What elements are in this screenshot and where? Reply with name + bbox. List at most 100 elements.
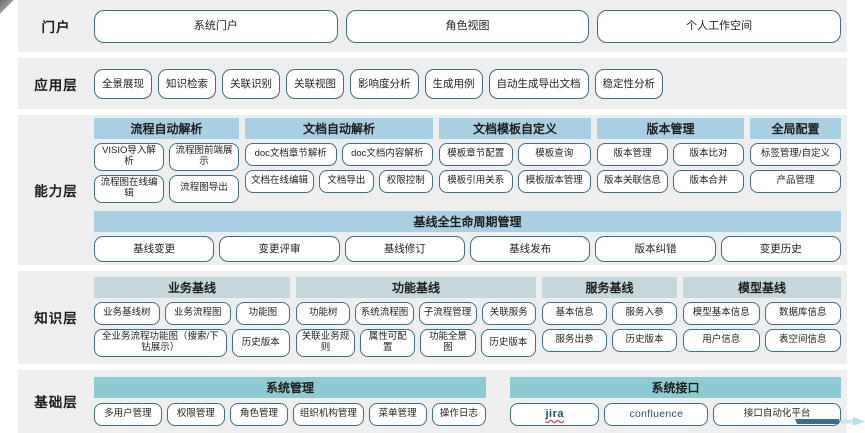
app-item-knowledge-search[interactable]: 知识检索 — [158, 68, 216, 99]
corner-decoration — [0, 0, 14, 16]
knowledge-item-user-info[interactable]: 用户信息 — [683, 329, 760, 353]
confluence-logo-text: confluence — [629, 408, 684, 421]
knowledge-item-subprocess-mgmt[interactable]: 子流程管理 — [418, 302, 477, 326]
knowledge-group-business-baseline: 业务基线 业务基线树 业务流程图 功能图 全业务流程功能图（搜索/下钻展示） 历… — [94, 277, 290, 358]
ability-item-doc-content-parse[interactable]: doc文档内容解析 — [341, 142, 433, 166]
knowledge-group-row: 基本信息 服务入参 — [542, 302, 677, 326]
ability-group-row: 产品管理 — [750, 169, 841, 193]
ability-item-doc-chapter-parse[interactable]: doc文档章节解析 — [245, 142, 337, 166]
base-item-menu-mgmt[interactable]: 菜单管理 — [368, 402, 427, 426]
knowledge-item-full-business-flow-function-chart[interactable]: 全业务流程功能图（搜索/下钻展示） — [94, 329, 227, 358]
base-item-org-structure-mgmt[interactable]: 组织机构管理 — [293, 402, 364, 426]
base-group-system-mgmt: 系统管理 多用户管理 权限管理 角色管理 组织机构管理 菜单管理 操作日志 — [94, 376, 486, 426]
knowledge-group-function-baseline: 功能基线 功能树 系统流程图 子流程管理 关联服务 关联业务规则 属性可配置 功… — [296, 277, 536, 358]
knowledge-group-row: 模型基本信息 数据库信息 — [683, 302, 841, 326]
knowledge-item-system-flow-chart[interactable]: 系统流程图 — [355, 302, 414, 326]
app-item-auto-export-doc[interactable]: 自动生成导出文档 — [488, 68, 589, 99]
knowledge-item-history-version[interactable]: 历史版本 — [480, 329, 536, 358]
ability-group-global-config: 全局配置 标签管理/自定义 产品管理 — [750, 117, 841, 203]
knowledge-item-function-tree[interactable]: 功能树 — [296, 302, 351, 326]
knowledge-item-history-version[interactable]: 历史版本 — [231, 329, 290, 358]
knowledge-group-row: 业务基线树 业务流程图 功能图 — [94, 302, 290, 326]
ability-body: 流程自动解析 VISIO导入解析 流程图前端展示 流程图在线编辑 流程图导出 文… — [94, 112, 847, 268]
ability-group-row: 模板引用关系 模板版本管理 — [439, 169, 591, 193]
knowledge-item-basic-info[interactable]: 基本信息 — [542, 302, 607, 326]
portal-items: 系统门户 角色视图 个人工作空间 — [94, 4, 847, 49]
lifecycle-item-change-history[interactable]: 变更历史 — [720, 235, 841, 262]
base-item-jira[interactable]: jira — [510, 402, 600, 426]
base-item-multiuser-mgmt[interactable]: 多用户管理 — [94, 402, 162, 426]
ability-item-doc-online-edit[interactable]: 文档在线编辑 — [245, 169, 315, 193]
app-item-panorama[interactable]: 全景展现 — [94, 68, 152, 99]
ability-item-flow-export[interactable]: 流程图导出 — [169, 174, 239, 203]
ability-group-row: 流程图在线编辑 流程图导出 — [94, 174, 239, 203]
ability-group-row: 版本管理 版本比对 — [597, 142, 744, 166]
ability-item-doc-export[interactable]: 文档导出 — [319, 169, 374, 193]
app-item-relation-view[interactable]: 关联视图 — [286, 68, 344, 99]
base-group-system-interface: 系统接口 jira confluence 接口自动化平台 — [510, 376, 842, 426]
app-item-relation-recognition[interactable]: 关联识别 — [222, 68, 280, 99]
app-item-generate-usecase[interactable]: 生成用例 — [424, 68, 483, 99]
ability-group-row: 模板章节配置 模板查询 — [439, 142, 591, 166]
app-item-stability-analysis[interactable]: 稳定性分析 — [594, 68, 663, 99]
knowledge-item-business-baseline-tree[interactable]: 业务基线树 — [94, 302, 160, 326]
knowledge-item-service-input-params[interactable]: 服务入参 — [612, 302, 677, 326]
layer-base: 基础层 系统管理 多用户管理 权限管理 角色管理 组织机构管理 菜单管理 操作日… — [18, 369, 847, 433]
base-group-row: 多用户管理 权限管理 角色管理 组织机构管理 菜单管理 操作日志 — [94, 402, 486, 426]
jira-logo-text: jira — [545, 408, 564, 421]
lifecycle-item-change-review[interactable]: 变更评审 — [219, 235, 340, 262]
ability-item-template-chapter-config[interactable]: 模板章节配置 — [439, 142, 513, 166]
knowledge-item-attribute-configurable[interactable]: 属性可配置 — [360, 329, 416, 358]
knowledge-item-database-info[interactable]: 数据库信息 — [764, 302, 841, 326]
ability-group-process-parse: 流程自动解析 VISIO导入解析 流程图前端展示 流程图在线编辑 流程图导出 — [94, 117, 239, 203]
knowledge-item-history-version[interactable]: 历史版本 — [612, 329, 677, 353]
base-group-row: jira confluence 接口自动化平台 — [510, 402, 842, 426]
portal-item-role-view[interactable]: 角色视图 — [345, 9, 590, 43]
base-item-role-mgmt[interactable]: 角色管理 — [229, 402, 289, 426]
lifecycle-item-baseline-change[interactable]: 基线变更 — [94, 235, 215, 262]
knowledge-item-model-basic-info[interactable]: 模型基本信息 — [683, 302, 760, 326]
portal-item-personal-workspace[interactable]: 个人工作空间 — [597, 9, 842, 43]
knowledge-item-tablespace-info[interactable]: 表空间信息 — [764, 329, 841, 353]
portal-item-system-portal[interactable]: 系统门户 — [94, 9, 338, 43]
ability-item-version-merge[interactable]: 版本合并 — [673, 169, 744, 193]
ability-item-tag-mgmt-custom[interactable]: 标签管理/自定义 — [750, 142, 841, 166]
ability-item-version-compare[interactable]: 版本比对 — [673, 142, 744, 166]
ability-item-version-mgmt[interactable]: 版本管理 — [597, 142, 668, 166]
ability-group-title: 全局配置 — [750, 117, 841, 139]
ability-group-doc-template: 文档模板自定义 模板章节配置 模板查询 模板引用关系 模板版本管理 — [439, 117, 591, 203]
knowledge-item-business-flow-chart[interactable]: 业务流程图 — [164, 302, 231, 326]
knowledge-item-service-output-params[interactable]: 服务出参 — [542, 329, 607, 353]
ability-item-visio-import[interactable]: VISIO导入解析 — [94, 142, 164, 171]
ability-item-permission-control[interactable]: 权限控制 — [378, 169, 433, 193]
ability-item-template-version-mgmt[interactable]: 模板版本管理 — [517, 169, 591, 193]
base-item-permission-mgmt[interactable]: 权限管理 — [166, 402, 225, 426]
ability-item-flow-online-edit[interactable]: 流程图在线编辑 — [94, 174, 164, 203]
ability-item-template-query[interactable]: 模板查询 — [517, 142, 591, 166]
ability-item-flow-frontend-display[interactable]: 流程图前端展示 — [169, 142, 239, 171]
lifecycle-item-version-correction[interactable]: 版本纠错 — [595, 235, 716, 262]
ability-item-template-reference[interactable]: 模板引用关系 — [439, 169, 513, 193]
lifecycle-item-baseline-release[interactable]: 基线发布 — [469, 235, 591, 262]
app-item-impact-analysis[interactable]: 影响度分析 — [350, 68, 419, 99]
base-item-interface-automation-platform[interactable]: 接口自动化平台 — [713, 402, 842, 426]
lifecycle-item-baseline-revision[interactable]: 基线修订 — [344, 235, 465, 262]
knowledge-group-model-baseline: 模型基线 模型基本信息 数据库信息 用户信息 表空间信息 — [683, 277, 841, 357]
layer-label-portal: 门户 — [41, 20, 71, 36]
knowledge-item-related-business-rule[interactable]: 关联业务规则 — [296, 329, 356, 358]
ability-lifecycle: 基线全生命周期管理 基线变更 变更评审 基线修订 基线发布 版本纠错 变更历史 — [94, 210, 841, 262]
ability-item-product-mgmt[interactable]: 产品管理 — [750, 169, 841, 193]
base-item-operation-log[interactable]: 操作日志 — [431, 402, 486, 426]
knowledge-group-row: 用户信息 表空间信息 — [683, 329, 841, 353]
knowledge-item-function-panorama[interactable]: 功能全景图 — [420, 329, 476, 358]
knowledge-item-function-chart[interactable]: 功能图 — [235, 302, 290, 326]
knowledge-group-row: 服务出参 历史版本 — [542, 329, 677, 353]
knowledge-item-related-service[interactable]: 关联服务 — [481, 302, 536, 326]
knowledge-groups: 业务基线 业务基线树 业务流程图 功能图 全业务流程功能图（搜索/下钻展示） 历… — [94, 277, 841, 358]
layer-label-ability: 能力层 — [34, 183, 78, 199]
base-item-confluence[interactable]: confluence — [604, 402, 709, 426]
knowledge-group-service-baseline: 服务基线 基本信息 服务入参 服务出参 历史版本 — [542, 277, 677, 357]
ability-item-version-relation-info[interactable]: 版本关联信息 — [597, 169, 668, 193]
knowledge-body: 业务基线 业务基线树 业务流程图 功能图 全业务流程功能图（搜索/下钻展示） 历… — [94, 271, 847, 363]
